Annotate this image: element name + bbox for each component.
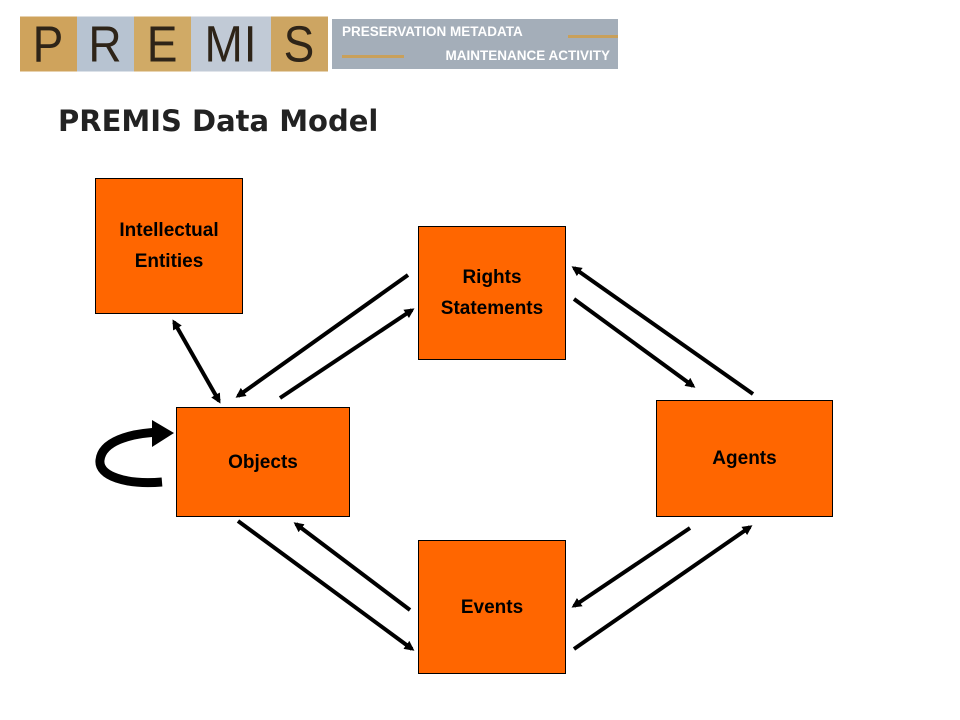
agents-box: Agents: [656, 400, 833, 517]
logo-letter-mi: MI: [191, 15, 271, 73]
arrow-agents-to-events: [571, 526, 692, 608]
logo-letter-s: S: [270, 15, 328, 73]
rights-statements-box: Rights Statements: [418, 226, 566, 360]
objects-label: Objects: [228, 451, 298, 473]
logo-letters: P R E MI S: [20, 15, 328, 73]
banner-line-2: MAINTENANCE ACTIVITY: [445, 48, 611, 63]
logo-letter-r: R: [77, 15, 135, 73]
logo-banner: PRESERVATION METADATA MAINTENANCE ACTIVI…: [332, 19, 618, 69]
arrow-events-to-agents: [572, 525, 753, 651]
logo-letter-p: P: [20, 15, 78, 73]
arrow-agents-to-rights: [571, 266, 755, 396]
logo-letter-e: E: [134, 15, 192, 73]
agents-label: Agents: [712, 448, 777, 469]
arrow-rights-to-objects: [235, 273, 410, 398]
events-box: Events: [418, 540, 566, 674]
intellectual-entities-box: Intellectual Entities: [95, 178, 243, 314]
arrow-ie-objects: [172, 319, 221, 404]
events-label: Events: [460, 596, 524, 618]
objects-box: Objects: [176, 407, 350, 517]
banner-rule-1: [568, 35, 618, 38]
self-loop-arrow: [95, 420, 174, 488]
banner-rule-2: [342, 55, 404, 58]
arrow-events-to-objects: [293, 522, 412, 612]
rights-statements-label: Rights Statements: [440, 267, 544, 319]
page-title: PREMIS Data Model: [58, 104, 379, 138]
banner-line-1: PRESERVATION METADATA: [342, 24, 523, 39]
intellectual-entities-label: Intellectual Entities: [119, 220, 219, 272]
arrow-objects-to-rights: [278, 308, 415, 400]
arrow-objects-to-events: [236, 519, 415, 651]
premis-logo: P R E MI S PRESERVATION METADATA MAINTEN…: [20, 15, 618, 73]
arrow-rights-to-agents: [572, 297, 696, 388]
